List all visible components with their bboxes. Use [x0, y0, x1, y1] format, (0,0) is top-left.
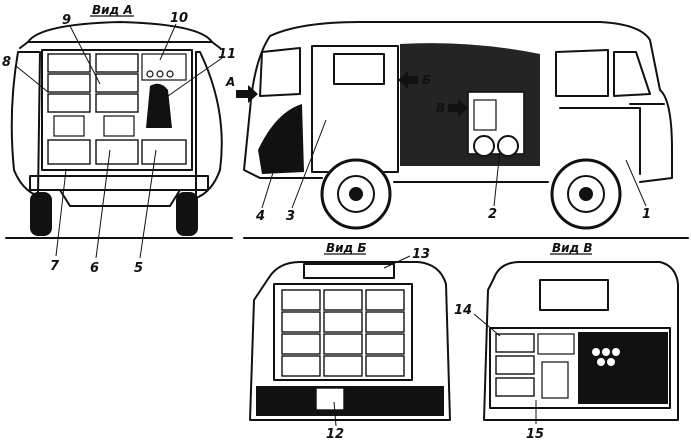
view-v-drawing	[483, 261, 679, 421]
callout-14: 14	[454, 303, 472, 318]
leader-lines	[15, 23, 647, 427]
arrow-b-label: Б	[422, 73, 431, 87]
arrow-v-label: В	[436, 101, 445, 115]
callout-15: 15	[526, 427, 544, 442]
view-a-rear-drawing	[5, 21, 233, 239]
callout-5: 5	[134, 261, 143, 276]
callout-9: 9	[62, 13, 71, 28]
callout-11: 11	[218, 47, 236, 62]
callout-4: 4	[255, 209, 265, 224]
arrow-a-label: А	[225, 75, 235, 89]
callout-2: 2	[488, 207, 497, 222]
callout-8: 8	[2, 55, 11, 70]
callout-3: 3	[286, 209, 295, 224]
callout-7: 7	[50, 259, 60, 274]
view-a-title: Вид А	[92, 3, 133, 17]
callout-6: 6	[90, 261, 99, 276]
callout-12: 12	[326, 427, 344, 442]
view-b-title: Вид Б	[326, 241, 367, 255]
callout-1: 1	[642, 207, 651, 222]
view-b-drawing	[249, 261, 451, 421]
van-side-drawing	[236, 21, 689, 239]
callout-13: 13	[412, 247, 430, 262]
callout-10: 10	[170, 11, 188, 26]
view-v-title: Вид В	[552, 241, 593, 255]
